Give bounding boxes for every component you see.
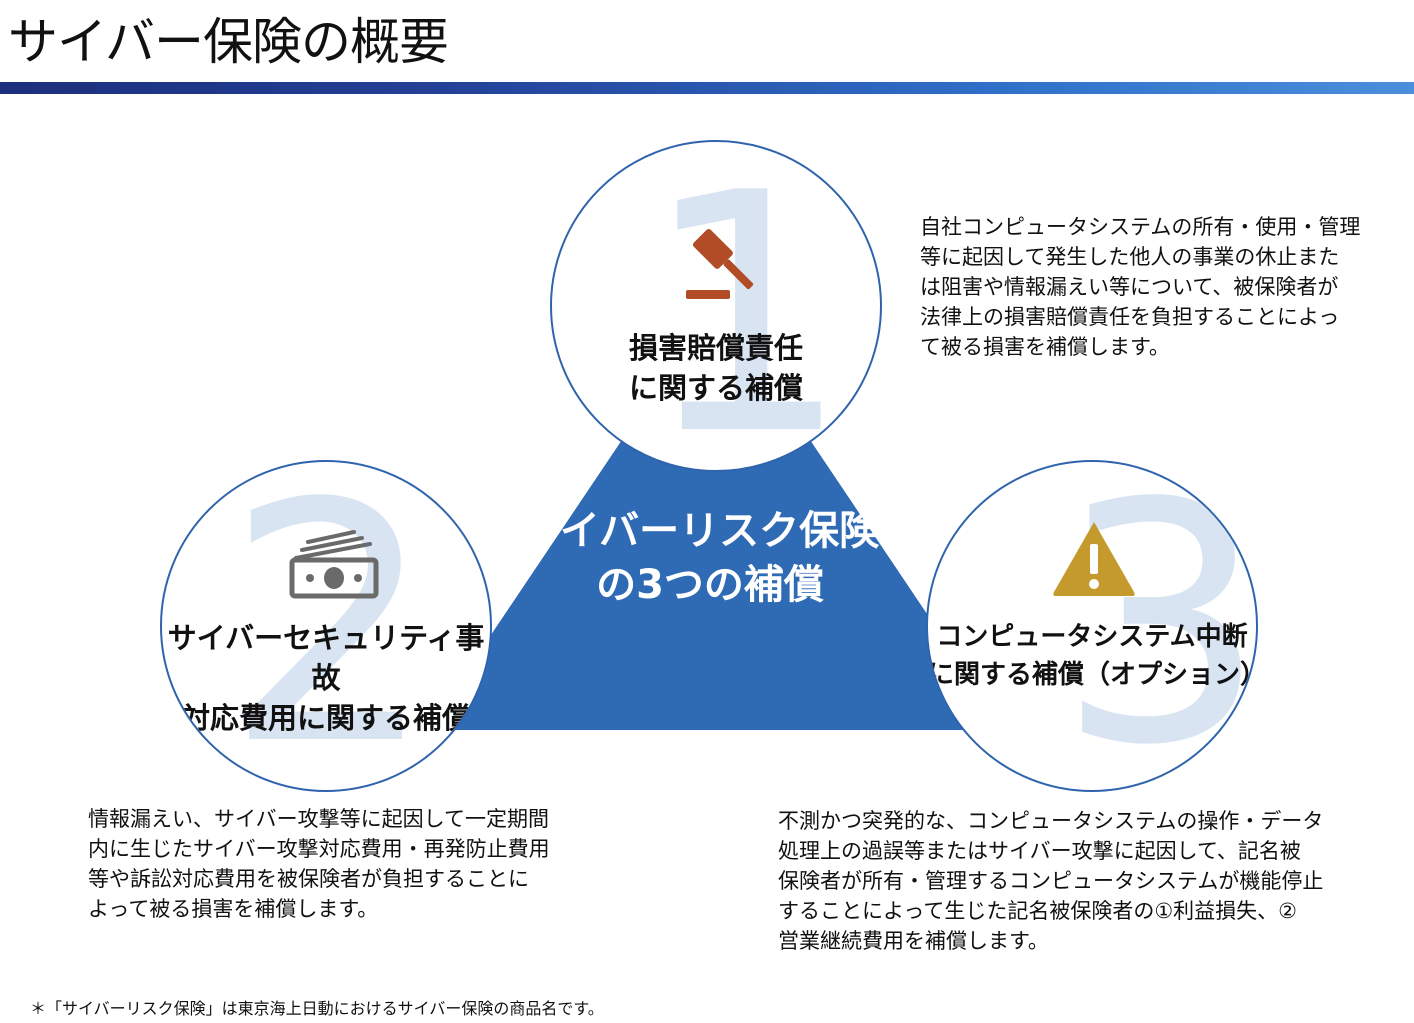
center-title: サイバーリスク保険* の3つの補償 xyxy=(519,508,901,608)
coverage-circle-1: 1 損害賠償責任 に関する補償 xyxy=(550,140,882,472)
coverage-label-1: 損害賠償責任 に関する補償 xyxy=(628,331,803,405)
coverage-circle-3: 3 コンピュータシステム中断 に関する補償（オプション） xyxy=(926,460,1258,792)
page-title: サイバー保険の概要 xyxy=(8,13,449,71)
gavel-icon xyxy=(680,224,760,308)
big-number-3: 3 xyxy=(1057,460,1258,792)
coverage-label-3: コンピュータシステム中断 に関する補償（オプション） xyxy=(928,622,1258,690)
big-number-2: 2 xyxy=(225,460,435,792)
coverage-description-3: 不測かつ突発的な、コンピュータシステムの操作・データ 処理上の過誤等またはサイバ… xyxy=(778,809,1324,953)
big-number-1: 1 xyxy=(641,140,851,472)
footnote: ＊「サイバーリスク保険」は東京海上日動におけるサイバー保険の商品名です。 xyxy=(30,999,604,1018)
coverage-label-2: サイバーセキュリティ事故 対応費用に関する補償 xyxy=(167,621,485,735)
coverage-description-1: 自社コンピュータシステムの所有・使用・管理 等に起因して発生した他人の事業の休止… xyxy=(920,215,1361,359)
title-underline-bar xyxy=(0,82,1414,94)
coverage-description-2: 情報漏えい、サイバー攻撃等に起因して一定期間 内に生じたサイバー攻撃対応費用・再… xyxy=(88,807,550,921)
coverage-circle-2: 2 サイバーセキュリティ事故 対応費用に関する補償 xyxy=(160,460,492,792)
cash-stack-icon xyxy=(288,528,380,604)
warning-icon xyxy=(1050,518,1138,602)
